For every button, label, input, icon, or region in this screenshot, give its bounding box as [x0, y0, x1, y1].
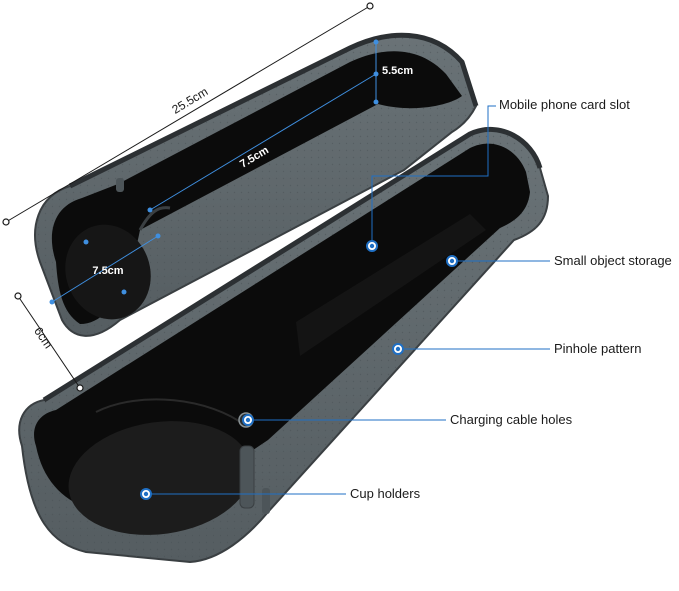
callout-pinhole: Pinhole pattern: [554, 341, 642, 356]
width-dimension-label: 6cm: [31, 324, 55, 351]
back-organizer: [34, 32, 479, 337]
callout-leaders: [146, 105, 550, 495]
slot-depth-label: 5.5cm: [382, 65, 413, 77]
front-organizer: [18, 126, 550, 564]
callout-small-storage: Small object storage: [554, 253, 672, 268]
callout-cup-holders: Cup holders: [350, 486, 421, 501]
dimension-lines: [5, 5, 371, 389]
length-dimension-label: 25.5cm: [169, 84, 210, 116]
callout-phone-slot: Mobile phone card slot: [499, 97, 630, 112]
callout-cable-holes: Charging cable holes: [450, 412, 573, 427]
cup-diameter-label: 7.5cm: [92, 265, 123, 277]
